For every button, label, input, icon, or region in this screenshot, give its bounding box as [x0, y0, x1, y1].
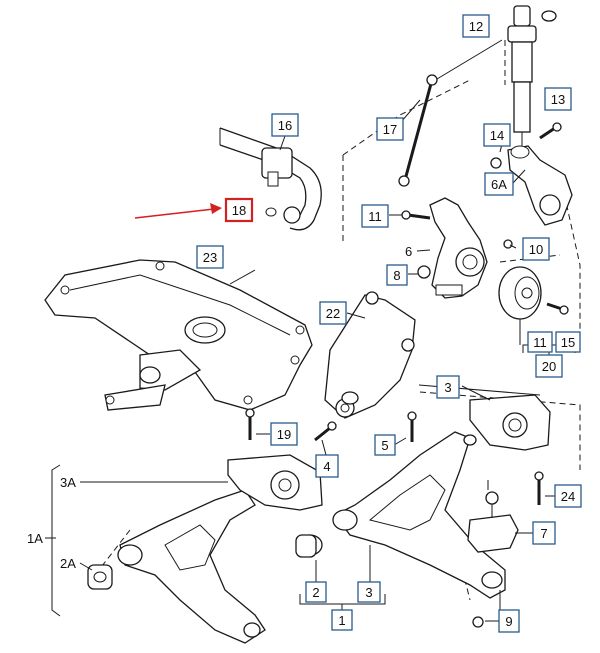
strut-drawing [507, 5, 557, 150]
callout-19: 19 [270, 422, 298, 446]
right-control-arm-drawing [295, 431, 506, 599]
callout-12: 12 [462, 14, 490, 38]
lower-bolts-drawing [245, 408, 417, 442]
callout-label: 8 [393, 268, 400, 283]
callout-7: 7 [532, 521, 556, 545]
callout-13: 13 [544, 87, 572, 111]
callout-label: 23 [203, 250, 217, 265]
callout-3-upper: 3 [436, 375, 460, 399]
callout-label: 5 [381, 438, 388, 453]
wheel-hub-drawing [498, 266, 569, 345]
callout-17: 17 [376, 117, 404, 141]
callout-6A: 6A [484, 172, 514, 196]
callout-10: 10 [522, 237, 550, 261]
callout-label: 22 [326, 306, 340, 321]
callout-4: 4 [315, 454, 339, 478]
callout-20: 20 [535, 354, 563, 378]
callout-label: 13 [551, 92, 565, 107]
callout-label: 6A [491, 177, 507, 192]
callout-label: 2 [312, 585, 319, 600]
callout-label: 3 [444, 380, 451, 395]
callout-label: 24 [561, 489, 575, 504]
highlight-arrow [134, 203, 222, 219]
callout-label: 1 [338, 613, 345, 628]
left-control-arm-drawing [87, 489, 266, 644]
callout-15: 15 [555, 331, 581, 353]
callout-5: 5 [374, 434, 396, 456]
callout-22: 22 [319, 301, 347, 325]
callout-label: 15 [561, 335, 575, 350]
leader-lines [45, 99, 576, 622]
callout-1: 1 [331, 609, 353, 631]
right-bush-drawing [469, 394, 551, 451]
callout-3-lower: 3 [357, 581, 381, 603]
callout-14: 14 [483, 123, 511, 147]
drawing-layer [44, 5, 581, 644]
stabilizer-bar-drawing [219, 127, 322, 231]
callout-2: 2 [305, 581, 327, 603]
callout-label: 19 [277, 427, 291, 442]
callout-11-lower: 11 [527, 331, 553, 353]
callout-label: 3 [365, 585, 372, 600]
callout-18-highlighted: 18 [224, 197, 254, 223]
callout-label: 11 [533, 335, 547, 350]
callout-16: 16 [271, 113, 299, 137]
callout-label: 10 [529, 242, 543, 257]
callout-23: 23 [196, 245, 224, 269]
callout-label: 20 [542, 359, 556, 374]
callout-11-upper: 11 [361, 204, 389, 228]
callout-24: 24 [554, 484, 582, 508]
plain-label-1A: 1A [27, 531, 43, 546]
knuckle-drawing [429, 197, 488, 299]
stabilizer-link-drawing [398, 39, 503, 187]
callout-label: 11 [368, 209, 382, 224]
plain-label-2A: 2A [60, 556, 76, 571]
callout-label: 18 [232, 203, 246, 218]
plain-label-3A: 3A [60, 475, 76, 490]
bracket-drawing [324, 291, 416, 419]
callout-label: 9 [505, 614, 512, 629]
callout-8: 8 [386, 264, 408, 286]
callout-label: 7 [540, 526, 547, 541]
subframe-drawing [44, 259, 313, 411]
knuckle-6a-drawing [507, 145, 573, 226]
callout-label: 14 [490, 128, 504, 143]
callout-label: 12 [469, 19, 483, 34]
callout-9: 9 [498, 609, 520, 633]
ball-joint-drawing [467, 471, 544, 628]
callout-label: 17 [383, 122, 397, 137]
callout-label: 4 [323, 459, 330, 474]
callout-label: 16 [278, 118, 292, 133]
left-bush-drawing [227, 454, 323, 511]
plain-label-6: 6 [405, 244, 412, 259]
knuckle-bolts-drawing [401, 122, 562, 279]
